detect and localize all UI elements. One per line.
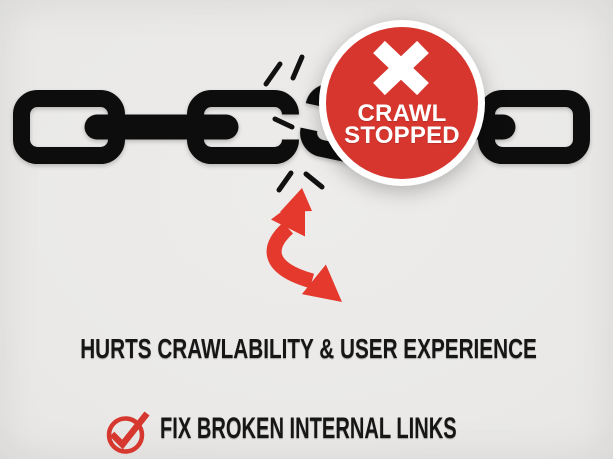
check-circle-outline xyxy=(106,416,145,454)
impact-spark-icon xyxy=(263,54,325,193)
arrow-curve xyxy=(266,222,315,289)
check-mark xyxy=(109,411,150,450)
chain-link-4 xyxy=(478,90,590,164)
badge-circle xyxy=(326,27,478,179)
footer-text: FIX BROKEN INTERNAL LINKS xyxy=(160,412,457,445)
spark-dash xyxy=(303,171,325,190)
spark-dash xyxy=(290,54,305,81)
caption: HURTS CRAWLABILITY & USER EXPERIENCE xyxy=(0,333,613,365)
arrow-head-down xyxy=(301,264,342,302)
chain-left xyxy=(12,90,299,164)
curved-arrow-icon xyxy=(266,194,342,302)
chain-link-2-broken xyxy=(187,90,299,164)
caption-text: HURTS CRAWLABILITY & USER EXPERIENCE xyxy=(80,333,537,364)
x-mark-icon xyxy=(373,40,429,96)
chain-link-1 xyxy=(12,90,125,164)
crawl-stopped-badge xyxy=(319,20,485,186)
chain-right xyxy=(455,90,590,164)
arrow-head-up xyxy=(271,194,305,237)
spark-dash xyxy=(276,170,294,193)
check-circle-icon xyxy=(106,411,150,454)
badge-line-1: CRAWL xyxy=(357,100,447,127)
spark-dash xyxy=(272,116,295,130)
badge-text: CRAWL STOPPED xyxy=(322,100,482,149)
badge-line-2: STOPPED xyxy=(344,121,460,149)
spark-dash xyxy=(263,61,283,87)
